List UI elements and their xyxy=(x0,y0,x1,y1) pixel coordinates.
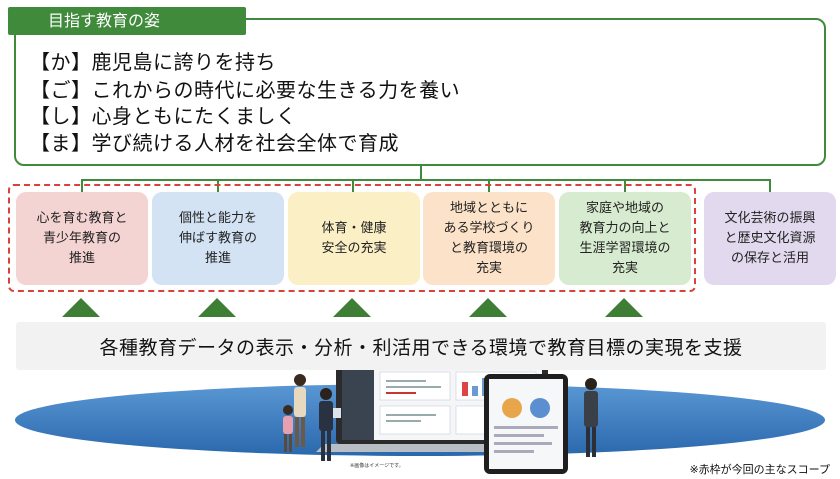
connector-bar xyxy=(81,179,770,181)
pillar-label: 個性と能力を伸ばす教育の推進 xyxy=(179,209,257,269)
person-child xyxy=(283,405,293,452)
pillar-label-line: 推進 xyxy=(204,250,231,266)
person-teacher xyxy=(319,388,341,461)
pillar-label: 地域とともにある学校づくりと教育環境の充実 xyxy=(443,199,534,279)
up-arrow-icon xyxy=(469,298,507,317)
up-arrow-icon xyxy=(198,298,236,317)
pillar-label-line: 個性と能力を xyxy=(178,210,257,226)
goals-box xyxy=(14,18,826,166)
pillar-card-4: 地域とともにある学校づくりと教育環境の充実 xyxy=(423,192,555,285)
pillar-label: 心を育む教育と青少年教育の推進 xyxy=(36,209,127,269)
goal-ma: 【ま】学び続ける人材を社会全体で育成 xyxy=(30,131,399,155)
person-adult-woman xyxy=(294,374,306,447)
platform-support-band: 各種教育データの表示・分析・利活用できる環境で教育目標の実現を支援 xyxy=(16,322,826,370)
pillar-card-3: 体育・健康安全の充実 xyxy=(288,192,420,285)
platform-illustration: ※画像はイメージです。 xyxy=(15,368,825,474)
pillar-label: 家庭や地域の教育力の向上と生涯学習環境の充実 xyxy=(579,199,670,279)
connector-drop xyxy=(769,179,771,192)
pillar-label-line: 青少年教育の xyxy=(42,230,121,246)
pillar-label: 文化芸術の振興と歴史文化資源の保存と活用 xyxy=(724,209,815,269)
up-arrow-icon xyxy=(333,298,371,317)
pillar-label-line: 充実 xyxy=(475,260,502,276)
pillar-label-line: 文化芸術の振興 xyxy=(724,210,816,226)
pillar-label-line: 心を育む教育と xyxy=(36,210,128,226)
pillar-label-line: 安全の充実 xyxy=(321,240,387,256)
pillar-label-line: 生涯学習環境の xyxy=(579,240,671,256)
pillar-label: 体育・健康安全の充実 xyxy=(321,219,386,259)
pillar-label-line: と歴史文化資源 xyxy=(724,230,816,246)
goal-ka: 【か】鹿児島に誇りを持ち xyxy=(30,50,276,74)
screen-caption: ※画像はイメージです。 xyxy=(350,462,404,469)
pillar-card-2: 個性と能力を伸ばす教育の推進 xyxy=(152,192,284,285)
pillar-label-line: 伸ばす教育の xyxy=(178,230,257,246)
pillar-label-line: 地域とともに xyxy=(449,200,528,216)
goal-go: 【ご】これからの時代に必要な生きる力を養い xyxy=(30,78,461,102)
pillar-label-line: 充実 xyxy=(611,260,638,276)
pillar-label-line: 教育力の向上と xyxy=(579,220,671,236)
pillar-card-6: 文化芸術の振興と歴史文化資源の保存と活用 xyxy=(704,192,836,285)
pillar-label-line: ある学校づくり xyxy=(443,220,535,236)
pillar-label-line: 体育・健康 xyxy=(321,220,387,236)
goal-shi: 【し】心身ともにたくましく xyxy=(30,104,297,128)
person-man xyxy=(584,378,598,457)
up-arrow-icon xyxy=(62,298,100,317)
up-arrow-icon xyxy=(605,298,643,317)
goals-header-tag: 目指す教育の姿 xyxy=(8,7,246,35)
connector-trunk xyxy=(420,166,422,180)
pillar-card-5: 家庭や地域の教育力の向上と生涯学習環境の充実 xyxy=(559,192,691,285)
pillar-label-line: 推進 xyxy=(68,250,95,266)
pillar-card-1: 心を育む教育と青少年教育の推進 xyxy=(16,192,148,285)
pillar-label-line: の保存と活用 xyxy=(730,250,809,266)
scope-frame xyxy=(8,184,696,292)
scope-note: ※赤枠が今回の主なスコープ xyxy=(689,463,830,476)
pillar-label-line: 家庭や地域の xyxy=(585,200,664,216)
pillar-label-line: と教育環境の xyxy=(449,240,528,256)
